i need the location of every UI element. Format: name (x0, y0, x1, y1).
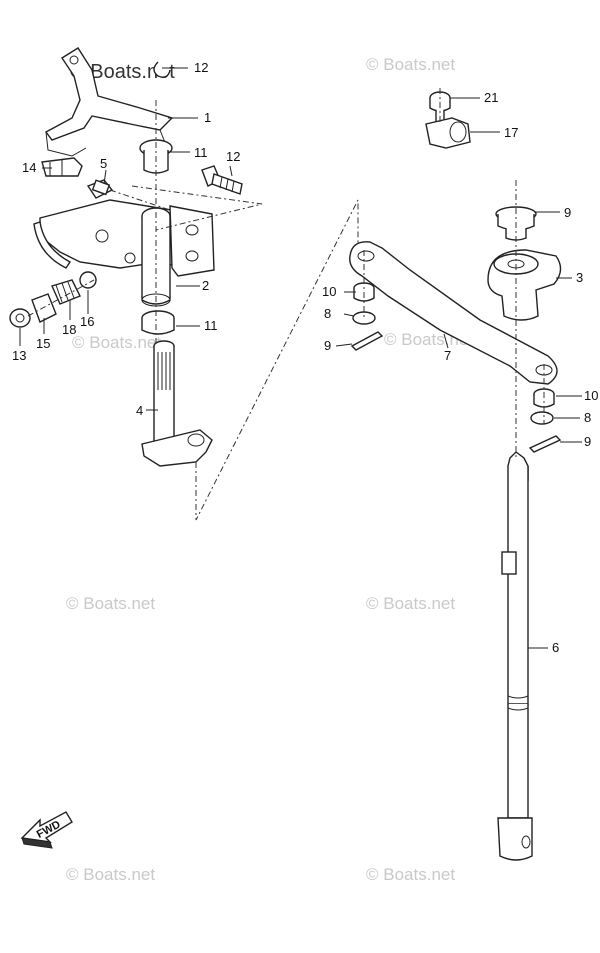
watermark: © Boats.net (66, 865, 155, 884)
bushing-part-12-lower (141, 310, 175, 335)
callout-19: 17 (504, 125, 518, 140)
assembly-centerline (109, 189, 171, 211)
washer-part-8-lower (530, 411, 554, 425)
shift-shaft-part-4 (141, 340, 213, 467)
callout-7: 7 (444, 348, 451, 363)
plug-part-10 (495, 206, 537, 241)
shift-housing-part-3 (487, 249, 562, 321)
callout-14: 12 (226, 149, 240, 164)
watermark: © Boats.net (72, 333, 161, 352)
callout-21: 21 (484, 90, 498, 105)
callout-18: 16 (80, 314, 94, 329)
callout-6: 6 (552, 640, 559, 655)
clamp-part-19 (425, 117, 471, 149)
callout-9-upper: 9 (324, 338, 331, 353)
callout-8-lower: 8 (584, 410, 591, 425)
assembly-centerline (195, 199, 359, 521)
callout-16: 14 (22, 160, 36, 175)
watermark: © Boats.net (366, 594, 455, 613)
callout-13: 12 (194, 60, 208, 75)
bolt-part-14 (201, 165, 243, 195)
e-clip-part-13 (153, 61, 171, 78)
callout-10: 9 (564, 205, 571, 220)
callout-17: 15 (36, 336, 50, 351)
assembly-centerline (27, 279, 95, 317)
callout-12-upper: 11 (194, 145, 208, 160)
clip-part-16 (41, 157, 83, 177)
callout-8-upper: 8 (324, 306, 331, 321)
callout-11-upper: 10 (322, 284, 336, 299)
callout-20: 18 (62, 322, 76, 337)
callout-5: 5 (100, 156, 107, 171)
callout-4: 4 (136, 403, 143, 418)
watermark: © Boats.net (366, 865, 455, 884)
assembly-centerline (131, 185, 263, 231)
shift-rod-part-6 (497, 451, 533, 861)
callout-15: 13 (12, 348, 26, 363)
watermark-main: © Boats.net (70, 61, 175, 83)
callout-3: 3 (576, 270, 583, 285)
callout-leaders (19, 67, 582, 649)
cotter-pin-part-9-upper (350, 331, 384, 351)
detent-assembly (9, 271, 97, 328)
grease-fitting-part-5 (86, 179, 114, 199)
watermark: © Boats.net (366, 55, 455, 74)
watermark: © Boats.net (66, 594, 155, 613)
cotter-pin-part-9-lower (528, 435, 562, 453)
fwd-arrow-icon: FWD (20, 811, 73, 849)
callout-2: 2 (202, 278, 209, 293)
callout-1: 1 (204, 110, 211, 125)
callout-12-lower: 11 (204, 318, 218, 333)
washer-part-8-upper (352, 311, 376, 325)
shift-lever-body (33, 199, 215, 277)
callout-9-lower: 9 (584, 434, 591, 449)
bracket-part-1 (44, 47, 174, 157)
callout-11-lower: 10 (584, 388, 598, 403)
